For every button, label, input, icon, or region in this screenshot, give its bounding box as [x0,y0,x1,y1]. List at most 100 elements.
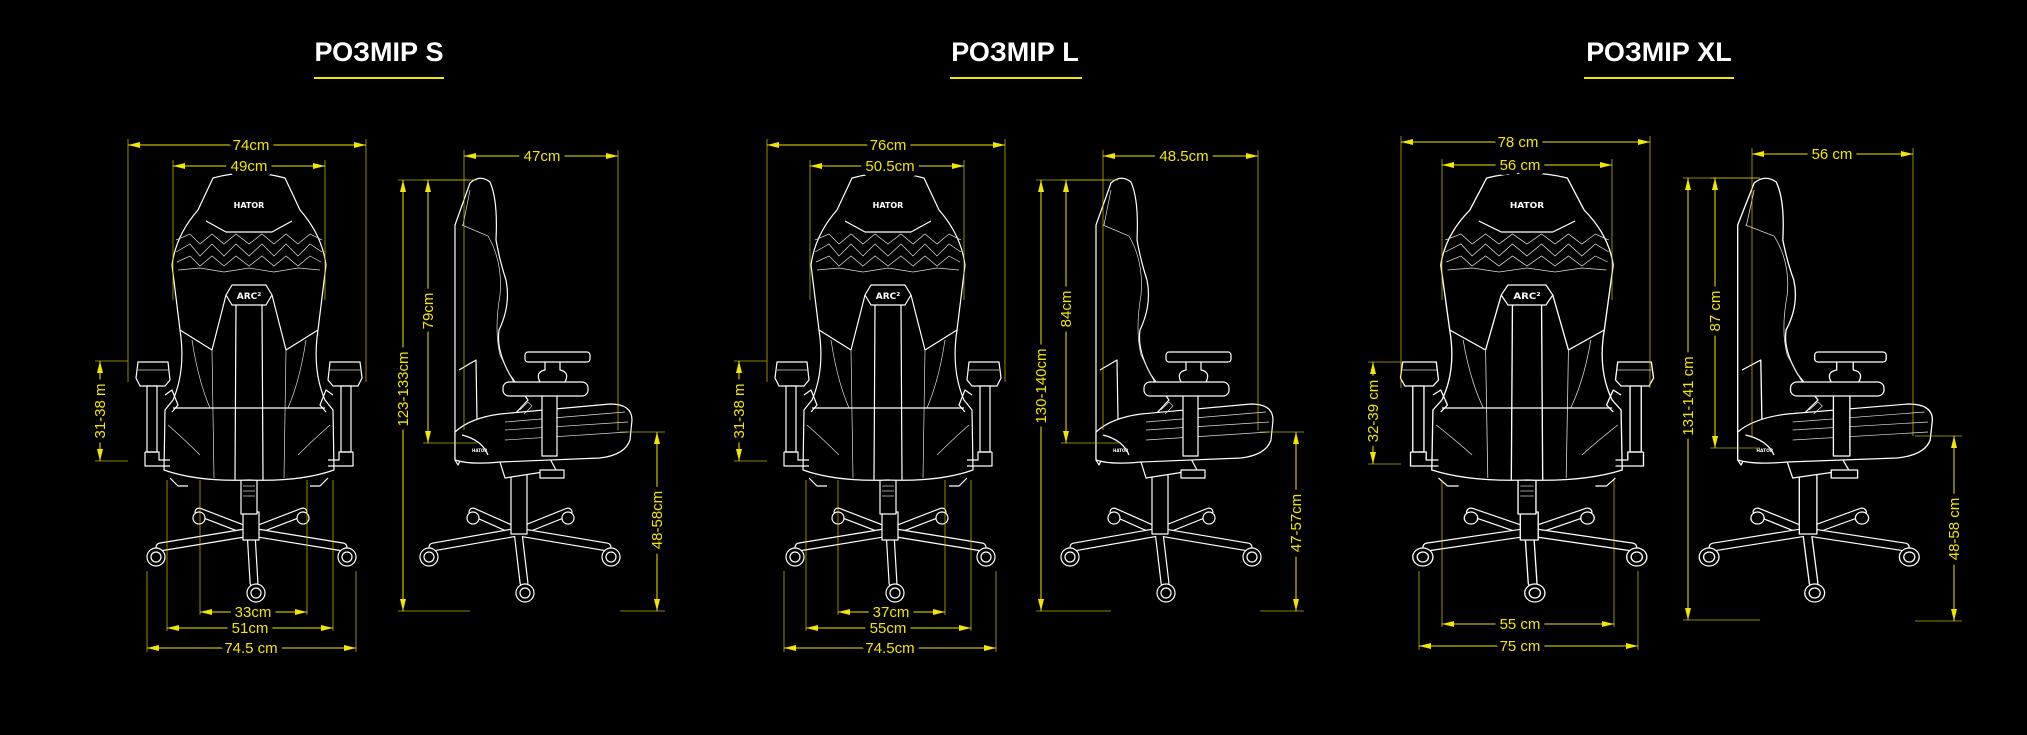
chair-front-view [136,173,362,602]
arrow-down-icon [654,599,660,611]
dimension-label: 51cm [232,620,269,637]
arrow-left-icon [1419,643,1431,649]
arrow-right-icon [933,609,945,615]
arrow-right-icon [1602,621,1614,627]
chair-side-view [1699,178,1932,602]
dimension-label: 123-133cm [395,351,412,426]
dimension-label: 55 cm [1500,616,1541,633]
dimension: 56 cm [1441,152,1613,300]
arrow-down-icon [736,449,742,461]
dimension-label: 50.5cm [865,158,914,175]
dimension-label: 79cm [420,293,437,330]
arrow-right-icon [1246,153,1258,159]
dimension-label: 48.5cm [1159,148,1208,165]
panel-size-s: РОЗМІР S [136,37,632,602]
arrow-up-icon [1712,178,1718,190]
dimension-label: 32-39 cm [1365,380,1382,443]
dimension-label: 56 cm [1500,157,1541,174]
arrow-up-icon [1038,180,1044,192]
arrow-left-icon [1442,621,1454,627]
arrow-right-icon [959,625,971,631]
dimension-label: 84cm [1058,291,1075,328]
dimension-label: 131-141 cm [1680,356,1697,435]
arrow-right-icon [1626,643,1638,649]
arrow-left-icon [128,142,140,148]
arrow-up-icon [1370,362,1376,374]
dimension-label: 74cm [233,137,270,154]
arrow-up-icon [97,361,103,373]
arrow-up-icon [1063,180,1069,192]
size-title: РОЗМІР L [951,37,1079,67]
arrow-right-icon [952,163,964,169]
arrow-up-icon [425,180,431,192]
dimension-label: 33cm [235,604,272,621]
arrow-right-icon [1638,139,1650,145]
chair-front-view [1400,173,1653,602]
dimension-label: 31-38 m [92,383,109,438]
arrow-left-icon [838,609,850,615]
dimension: 31-38 m [726,360,767,462]
arrow-right-icon [313,163,325,169]
arrow-down-icon [1685,608,1691,620]
arrow-down-icon [425,431,431,443]
arrow-down-icon [1712,436,1718,448]
arrow-down-icon [1951,609,1957,621]
arrow-left-icon [147,645,159,651]
arrow-left-icon [784,645,796,651]
dimension: 48-58 cm [1915,435,1968,622]
dimension-label: 75 cm [1500,638,1541,655]
size-title: РОЗМІР S [314,37,443,67]
dimension: 48-58cm [620,431,671,612]
arrow-right-icon [984,645,996,651]
arrow-right-icon [1901,151,1913,157]
arrow-right-icon [344,645,356,651]
dimension: 131-141 cm [1675,177,1760,621]
arrow-right-icon [993,142,1005,148]
arrow-right-icon [321,625,333,631]
panel-size-xl: РОЗМІР XL [1400,37,1932,602]
dimension-label: 37cm [873,604,910,621]
dimension-label: 31-38 m [731,383,748,438]
arrow-down-icon [1063,431,1069,443]
arrow-up-icon [400,180,406,192]
chair-side-view [1061,178,1273,602]
arrow-left-icon [810,163,822,169]
panel-size-l: РОЗМІР L [775,37,1273,602]
dimension-label: 48-58cm [649,491,666,549]
dimension-label: 56 cm [1812,146,1853,163]
dimension-label: 48-58 cm [1946,498,1963,561]
dimension-label: 74.5 cm [224,640,277,657]
arrow-left-icon [806,625,818,631]
dimension: 47-57cm [1260,431,1310,612]
arrow-left-icon [200,609,212,615]
arrow-left-icon [464,153,476,159]
dimension-label: 87 cm [1707,291,1724,332]
dimension-label: 130-140cm [1033,348,1050,423]
dimension-label: 49cm [231,158,268,175]
arrow-down-icon [1038,599,1044,611]
arrow-right-icon [1600,162,1612,168]
dimension-label: 74.5cm [865,640,914,657]
arrow-up-icon [736,361,742,373]
dimension-label: 47-57cm [1288,494,1305,552]
chair-front-view [775,173,1001,602]
dimension: 31-38 m [87,360,128,462]
arrow-right-icon [606,153,618,159]
arrow-down-icon [97,449,103,461]
arrow-right-icon [295,609,307,615]
arrow-right-icon [354,142,366,148]
dimension-label: 47cm [524,148,561,165]
dimension-label: 76cm [870,137,907,154]
arrow-down-icon [400,599,406,611]
arrow-left-icon [1103,153,1115,159]
arrow-left-icon [767,142,779,148]
arrow-up-icon [654,432,660,444]
arrow-up-icon [1951,436,1957,448]
arrow-left-icon [1442,162,1454,168]
dimension-label: 55cm [870,620,907,637]
arrow-up-icon [1293,432,1299,444]
arrow-left-icon [1752,151,1764,157]
dimension-label: 78 cm [1498,134,1539,151]
